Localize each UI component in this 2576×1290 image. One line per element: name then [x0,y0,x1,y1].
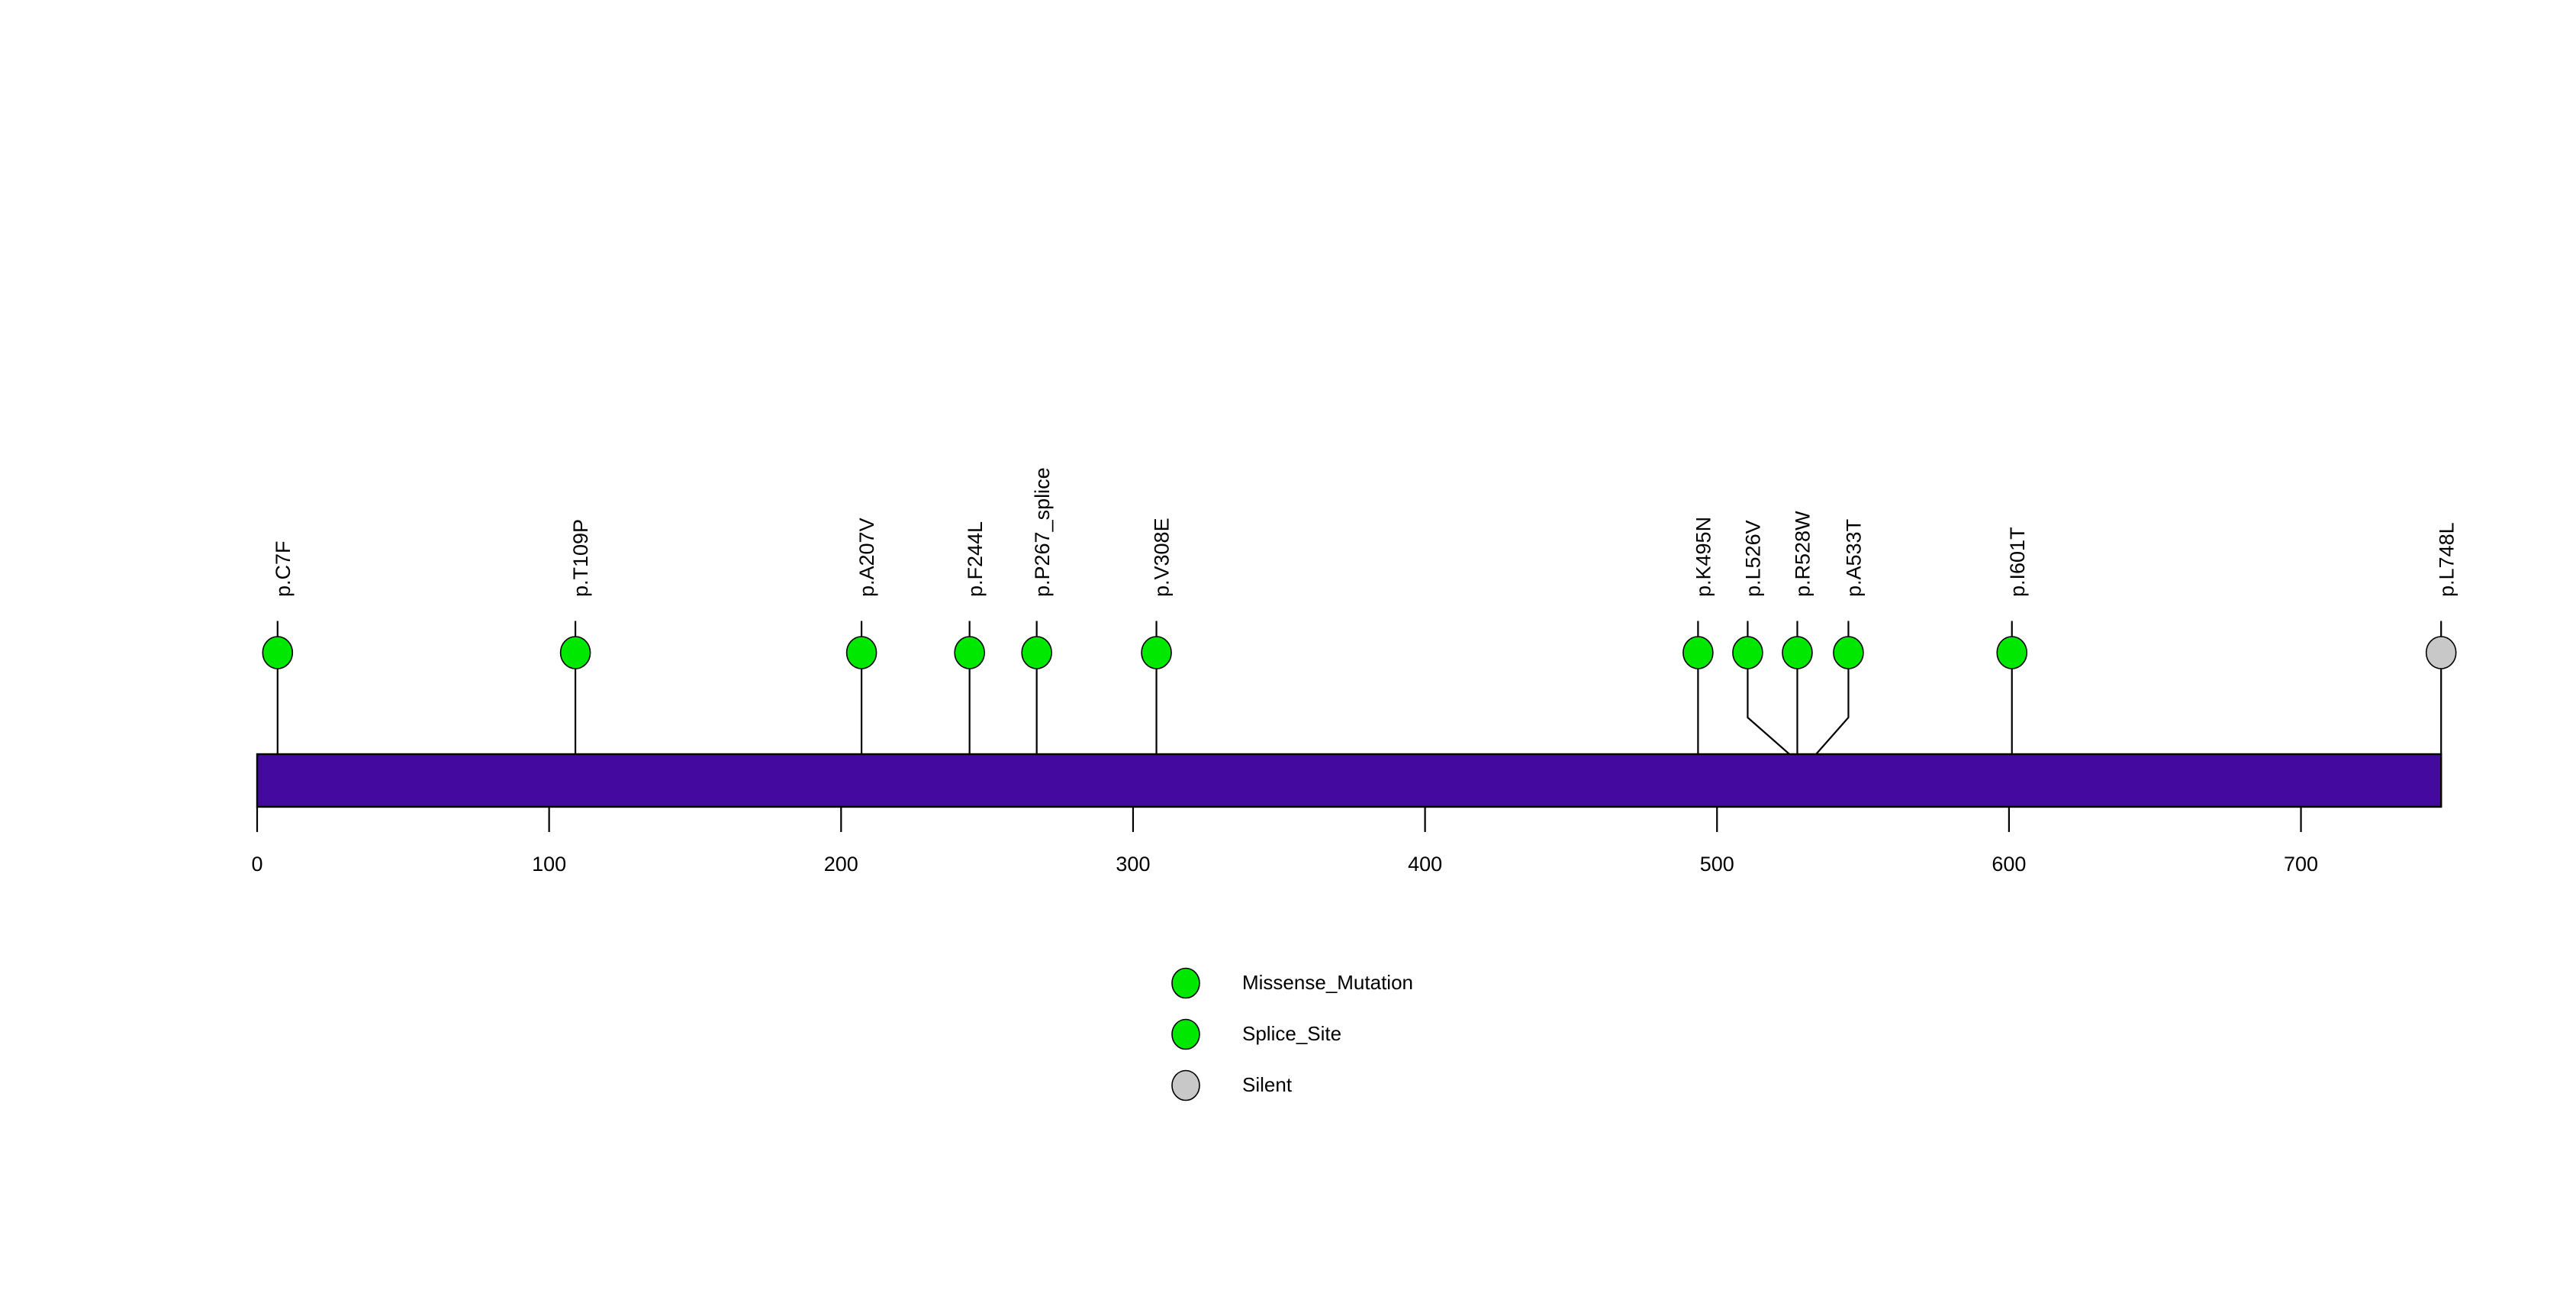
mutation-marker-pa207v[interactable] [845,636,877,669]
mutation-marker-pf244l[interactable] [954,636,985,669]
legend-swatch-missensemutation[interactable] [1171,967,1200,999]
mutation-label-pt109p: p.T109P [569,519,592,597]
axis-tick-label-0: 0 [251,853,262,876]
mutation-label-pl748l: p.L748L [2435,522,2458,597]
mutation-label-pl526v: p.L526V [1742,520,1765,597]
axis-tick-label-700: 700 [2284,853,2318,876]
axis-tick-label-300: 300 [1116,853,1150,876]
mutation-label-pa533t: p.A533T [1843,519,1866,597]
mutation-marker-pi601t[interactable] [1996,636,2028,669]
legend-label-silent[interactable]: Silent [1242,1073,1293,1096]
mutation-label-pf244l: p.F244L [964,521,987,597]
mutation-label-pp267splice: p.P267_splice [1031,467,1054,597]
mutation-labels-group: p.C7F p.T109P p.A207V p.F244L p.P267_splice p… [272,467,2458,597]
protein-backbone-bar [256,753,2442,808]
mutation-marker-pp267splice[interactable] [1021,636,1052,669]
mutation-markers-group [262,636,2457,669]
legend-swatch-silent[interactable] [1171,1069,1200,1101]
axis-tick-label-600: 600 [1992,853,2026,876]
axis-tick-label-400: 400 [1408,853,1442,876]
axis-tick-label-500: 500 [1700,853,1734,876]
mutation-label-pr528w: p.R528W [1792,511,1814,597]
mutation-label-pc7f: p.C7F [272,540,295,597]
mutation-marker-pr528w[interactable] [1782,636,1813,669]
protein-backbone-group [256,753,2442,808]
mutation-label-pi601t: p.I601T [2006,527,2029,597]
mutation-marker-pa533t[interactable] [1833,636,1864,669]
mutation-marker-pl748l[interactable] [2425,636,2457,669]
axis-tick-label-200: 200 [824,853,858,876]
mutation-label-pk495n: p.K495N [1692,517,1715,597]
mutation-marker-pc7f[interactable] [262,636,294,669]
mutation-marker-pv308e[interactable] [1141,636,1172,669]
position-axis-group: 0 100 200 300 400 500 600 700 [251,807,2318,876]
mutation-marker-pt109p[interactable] [559,636,591,669]
legend-label-missensemutation[interactable]: Missense_Mutation [1242,971,1413,994]
axis-tick-label-100: 100 [532,853,566,876]
mutation-label-pv308e: p.V308E [1151,518,1174,597]
mutation-marker-pk495n[interactable] [1682,636,1714,669]
legend-label-splicesite[interactable]: Splice_Site [1242,1022,1341,1045]
legend-swatch-splicesite[interactable] [1171,1018,1200,1050]
mutation-label-pa207v: p.A207V [855,518,878,597]
mutation-marker-pl526v[interactable] [1732,636,1763,669]
